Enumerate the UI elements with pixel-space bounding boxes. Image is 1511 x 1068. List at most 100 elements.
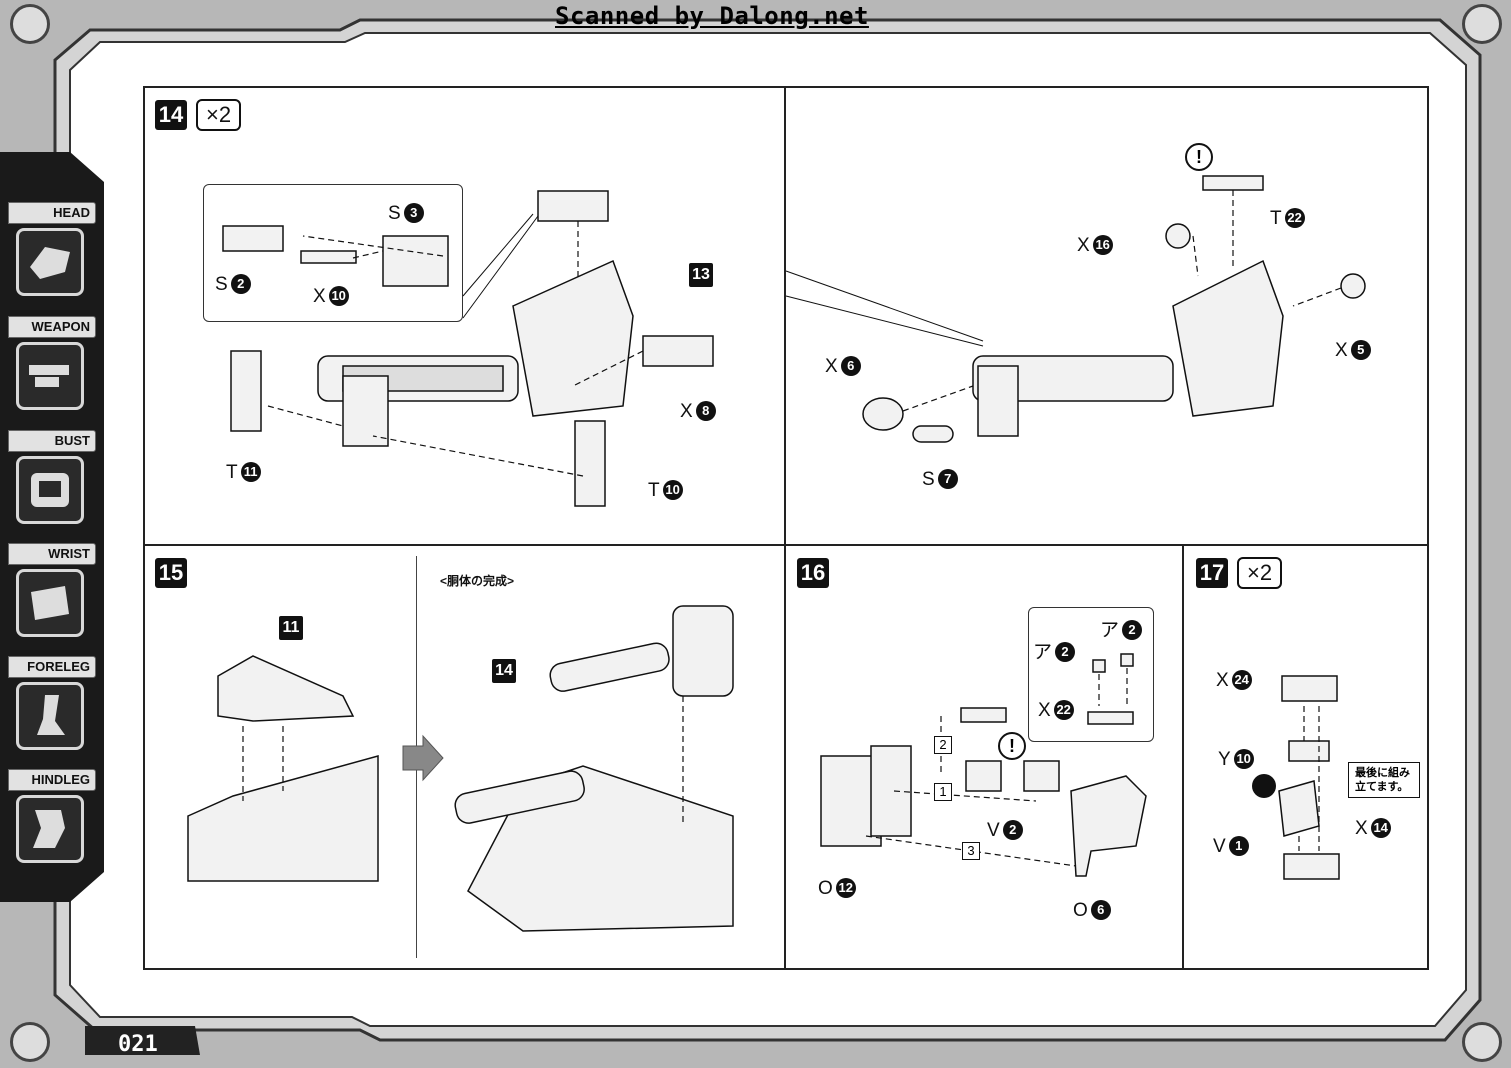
part-number: 6 [1090, 900, 1111, 920]
detail-inset [1028, 607, 1154, 742]
detail-inset [203, 184, 463, 322]
step-17-illustration [1252, 675, 1340, 880]
part-number: 2 [1122, 620, 1143, 640]
part-number: 10 [328, 286, 349, 306]
step-reference-tag: 14 [492, 659, 516, 683]
part-letter: X [1077, 235, 1090, 256]
part-letter: O [818, 878, 833, 899]
part-letter: X [1038, 700, 1051, 721]
part-letter: X [1216, 670, 1229, 691]
corner-logo-icon [10, 4, 50, 44]
sidebar-item-label: BUST [8, 430, 96, 452]
step-reference-tag: 13 [689, 263, 713, 287]
sidebar-item-label: WEAPON [8, 316, 96, 338]
part-number: 5 [1350, 340, 1371, 360]
part-number: 11 [240, 462, 261, 482]
order-marker: 1 [934, 783, 952, 801]
caution-icon: ! [1185, 143, 1213, 171]
section-sidebar: HEAD WEAPON BUST WRIST FORELEG HINDLEG [0, 152, 104, 902]
part-number: 10 [662, 480, 683, 500]
sidebar-item-foreleg[interactable]: FORELEG [8, 656, 96, 750]
part-letter: T [1270, 208, 1282, 229]
step-16-illustration [820, 653, 1147, 877]
part-number: 10 [1233, 749, 1254, 769]
step-number: 16 [797, 558, 829, 588]
part-letter: ア [1100, 620, 1120, 641]
head-icon [16, 228, 84, 296]
part-letter: X [1335, 340, 1348, 361]
foreleg-icon [16, 682, 84, 750]
part-letter: S [388, 203, 401, 224]
wrist-icon [16, 569, 84, 637]
scan-credit: Scanned by Dalong.net [555, 2, 869, 30]
corner-logo-icon [1462, 4, 1502, 44]
step-reference-tag: 11 [279, 616, 303, 640]
part-letter: O [1073, 900, 1088, 921]
step-14-illustration [222, 175, 1366, 507]
order-marker: 2 [934, 736, 952, 754]
weapon-icon [16, 342, 84, 410]
step-number: 14 [155, 100, 187, 130]
part-letter: X [313, 286, 326, 307]
page-number: 021 [118, 1032, 158, 1057]
step-15-illustration [187, 605, 734, 932]
part-number: 16 [1092, 235, 1113, 255]
part-number: 2 [1002, 820, 1023, 840]
sidebar-item-head[interactable]: HEAD [8, 202, 96, 296]
sidebar-item-weapon[interactable]: WEAPON [8, 316, 96, 410]
caution-icon: ! [998, 732, 1026, 760]
part-letter: X [680, 401, 693, 422]
corner-logo-icon [1462, 1022, 1502, 1062]
part-letter: V [1213, 836, 1226, 857]
part-letter: Y [1218, 749, 1231, 770]
part-number: 2 [1055, 642, 1076, 662]
multiplier-badge: ×2 [196, 99, 242, 131]
divider-horizontal [143, 544, 1429, 546]
step-number: 15 [155, 558, 187, 588]
part-number: 22 [1284, 208, 1305, 228]
part-number: 3 [403, 203, 424, 223]
divider-vertical [1182, 546, 1184, 970]
step-number: 17 [1196, 558, 1228, 588]
divider-vertical [784, 86, 786, 970]
sidebar-item-label: FORELEG [8, 656, 96, 678]
part-letter: V [987, 820, 1000, 841]
sidebar-item-wrist[interactable]: WRIST [8, 543, 96, 637]
part-letter: T [648, 480, 660, 501]
part-number: 6 [840, 356, 861, 376]
completion-caption: <胴体の完成> [440, 574, 515, 588]
sidebar-item-label: WRIST [8, 543, 96, 565]
sidebar-item-bust[interactable]: BUST [8, 430, 96, 524]
corner-logo-icon [10, 1022, 50, 1062]
part-number: 8 [695, 401, 716, 421]
sidebar-item-label: HINDLEG [8, 769, 96, 791]
part-letter: T [226, 462, 238, 483]
sidebar-item-hindleg[interactable]: HINDLEG [8, 769, 96, 863]
part-letter: S [922, 469, 935, 490]
part-number: 2 [230, 274, 251, 294]
part-number: 14 [1370, 818, 1391, 838]
part-number: 1 [1228, 836, 1249, 856]
part-letter: ア [1033, 642, 1053, 663]
hindleg-icon [16, 795, 84, 863]
part-letter: X [825, 356, 838, 377]
